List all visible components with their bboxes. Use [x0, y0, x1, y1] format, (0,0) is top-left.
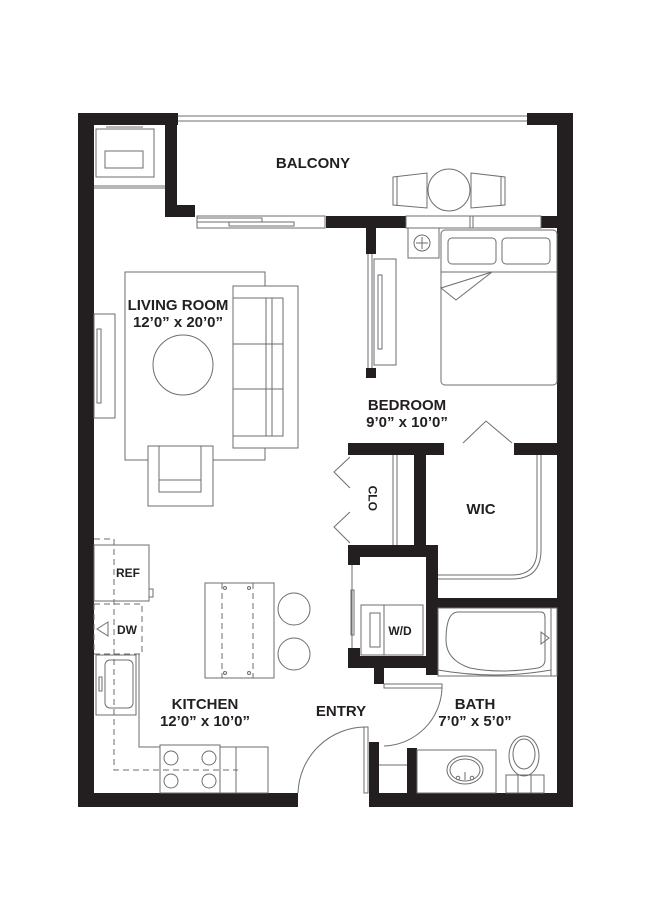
- closet-doors: [333, 420, 542, 580]
- living-room-furniture: [93, 271, 299, 507]
- appliance-label-ref: REF: [116, 566, 140, 580]
- appliance-label-wd: W/D: [388, 624, 412, 638]
- room-label-bath: BATH: [454, 696, 496, 713]
- bath-fixtures: [379, 607, 558, 794]
- room-label-entry: ENTRY: [315, 703, 367, 720]
- room-dims-bedroom: 9’0” x 10’0”: [366, 414, 448, 431]
- room-label-wic: WIC: [466, 501, 496, 518]
- walls: [78, 113, 573, 807]
- washer-dryer-icon: [350, 565, 424, 656]
- room-label-living-room: LIVING ROOM: [127, 297, 229, 314]
- room-dims-living-room: 12’0” x 20’0”: [132, 314, 224, 331]
- entry-door: [297, 726, 369, 794]
- kitchen-fixtures: [93, 538, 311, 794]
- balcony: [178, 115, 542, 229]
- room-dims-bath: 7’0” x 5’0”: [438, 713, 512, 730]
- bistro-table-icon: [392, 168, 506, 212]
- room-label-balcony: BALCONY: [275, 155, 351, 172]
- room-label-closet: CLO: [365, 485, 380, 511]
- room-label-bedroom: BEDROOM: [367, 397, 447, 414]
- hvac-unit-icon: [94, 126, 165, 189]
- appliance-label-dw: DW: [117, 623, 137, 637]
- room-label-kitchen: KITCHEN: [171, 696, 239, 713]
- bedroom-furniture: [367, 227, 558, 386]
- room-dims-kitchen: 12’0” x 10’0”: [159, 713, 251, 730]
